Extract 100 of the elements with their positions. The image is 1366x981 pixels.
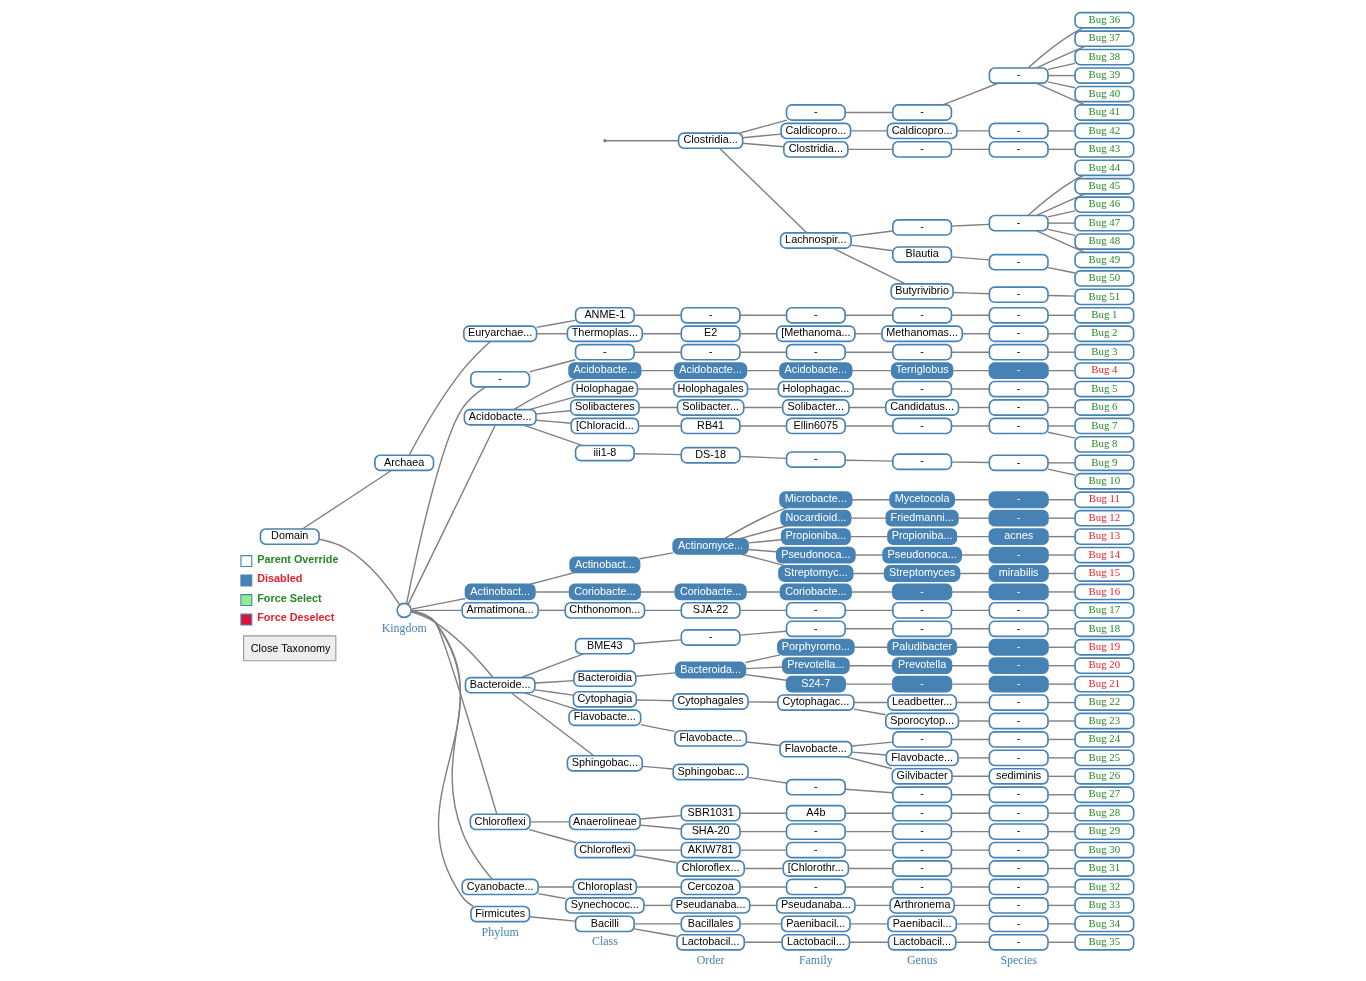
node-box: Solibacter... [676, 399, 744, 416]
connector [1046, 664, 1076, 667]
connector [957, 517, 990, 519]
node-box: - [891, 823, 952, 841]
node-box: Bug 26 [1073, 767, 1134, 785]
connector [739, 553, 786, 567]
node-box: Cytophagac... [776, 694, 855, 711]
node-box: Pseudonoca... [775, 546, 856, 564]
connector [953, 904, 990, 907]
node-box: E2 [680, 325, 741, 343]
node-box: - [988, 712, 1049, 730]
node-box: Bacilli [574, 915, 635, 933]
connector [950, 256, 990, 261]
node-box: mirabilis [988, 565, 1049, 582]
connector [1046, 314, 1076, 317]
connector [633, 849, 682, 851]
node-box: - [988, 325, 1049, 343]
connector [528, 916, 576, 922]
connector [317, 538, 400, 606]
node-box: - [988, 620, 1049, 638]
node-box: - [891, 804, 952, 822]
node-box: Nocardioid... [779, 509, 851, 527]
connector [1046, 535, 1076, 538]
node-box: - [988, 657, 1049, 675]
node-box: Flavobacte... [567, 709, 641, 727]
connector [950, 849, 990, 851]
connector [512, 377, 577, 411]
connector [950, 628, 990, 630]
connector [528, 395, 577, 411]
connector [852, 646, 888, 648]
node-box: ANME-1 [574, 306, 635, 324]
node-box: - [988, 491, 1049, 509]
node-box: - [891, 140, 952, 158]
node-box: - [988, 399, 1049, 416]
node-box: - [988, 841, 1049, 859]
node-box: Actinobact... [464, 583, 536, 601]
connector [744, 673, 787, 681]
connector [961, 333, 990, 335]
connector [747, 701, 778, 703]
node-box: Pseudonoca... [881, 546, 962, 564]
connector [844, 425, 893, 427]
connector [846, 148, 893, 151]
connector [849, 517, 887, 519]
connector [831, 247, 906, 285]
legend-label: Parent Override [256, 552, 338, 565]
connector [638, 552, 674, 560]
node-box: Coriobacte... [568, 583, 641, 601]
connector [847, 867, 894, 870]
node-box: Bug 21 [1073, 675, 1134, 693]
node-box: Ellin6075 [785, 417, 846, 435]
node-box: - [785, 343, 846, 361]
node-box: Bug 7 [1073, 417, 1134, 435]
connector [847, 406, 886, 409]
connector [950, 388, 990, 390]
node-box: - [988, 694, 1049, 711]
node-box: Sphingobac... [566, 754, 643, 772]
node-box: Clostridia... [677, 132, 743, 150]
connector [956, 130, 990, 132]
node-box: Anaerolineae [568, 813, 641, 831]
node-box: Bug 33 [1073, 897, 1134, 914]
connector [745, 741, 781, 747]
node-box: Flavobacte... [885, 749, 959, 767]
connector [950, 867, 990, 870]
node-box: Bug 17 [1073, 601, 1134, 619]
connector [950, 886, 990, 888]
connector [528, 821, 570, 823]
connector [738, 849, 787, 851]
connector [950, 314, 990, 317]
connector [853, 554, 884, 556]
node-box: Bacillales [680, 915, 741, 933]
connector [1046, 74, 1076, 77]
node-box: Holophagac... [777, 380, 854, 398]
label: Phylum [481, 924, 519, 939]
node-box: Gilvibacter [891, 767, 953, 785]
node-box: Bug 5 [1073, 380, 1134, 398]
label: Genus [906, 952, 937, 967]
node-box: Butyrivibrio [889, 283, 954, 300]
connector [950, 775, 990, 778]
node-box: [Chlorothr... [781, 860, 849, 877]
node-box: Bug 16 [1073, 583, 1134, 601]
node-box: Bug 51 [1073, 288, 1134, 306]
node-box: - [988, 122, 1049, 140]
connector [604, 139, 679, 142]
node-box: Bug 43 [1073, 140, 1134, 158]
connector [637, 425, 682, 427]
connector [638, 591, 676, 593]
node-box: Acidobacte... [463, 408, 537, 426]
connector [951, 369, 990, 372]
connector [1046, 683, 1076, 685]
connector [643, 609, 682, 612]
node-box: - [988, 286, 1049, 304]
connector [633, 314, 682, 317]
connector [533, 679, 574, 684]
node-box: Holophagales [672, 380, 748, 398]
connector [744, 654, 781, 664]
connector [848, 923, 888, 925]
connector [1035, 82, 1086, 106]
connector [960, 554, 990, 556]
connector [851, 572, 885, 575]
connector [741, 142, 784, 148]
